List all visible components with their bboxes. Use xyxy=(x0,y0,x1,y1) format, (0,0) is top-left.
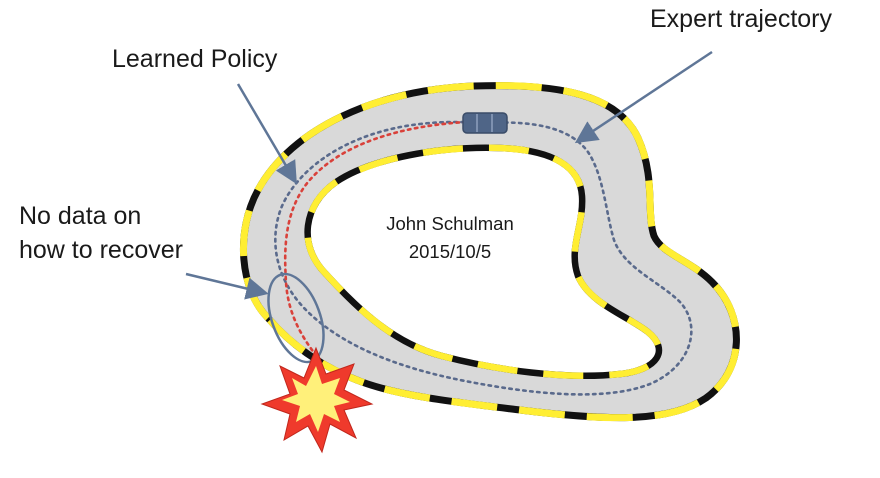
track-outer-edge-dashes xyxy=(240,82,740,422)
expert-trajectory-label: Expert trajectory xyxy=(650,5,833,33)
track-inner-edge-dashes xyxy=(304,144,663,380)
author-label: John Schulman xyxy=(386,213,514,234)
expert-trajectory-path xyxy=(274,120,693,396)
learned-policy-label: Learned Policy xyxy=(112,45,278,73)
no-data-label-line1: No data on xyxy=(19,202,141,230)
no-data-label-line2: how to recover xyxy=(19,236,183,264)
crash-burst-icon xyxy=(260,346,374,454)
race-track xyxy=(240,82,740,422)
no-data-arrow xyxy=(185,272,269,300)
expert-trajectory-arrow xyxy=(574,50,713,144)
date-label: 2015/10/5 xyxy=(409,241,491,262)
car-icon xyxy=(462,112,508,134)
learned-policy-arrow xyxy=(236,83,297,185)
learned-policy-path xyxy=(283,120,468,360)
